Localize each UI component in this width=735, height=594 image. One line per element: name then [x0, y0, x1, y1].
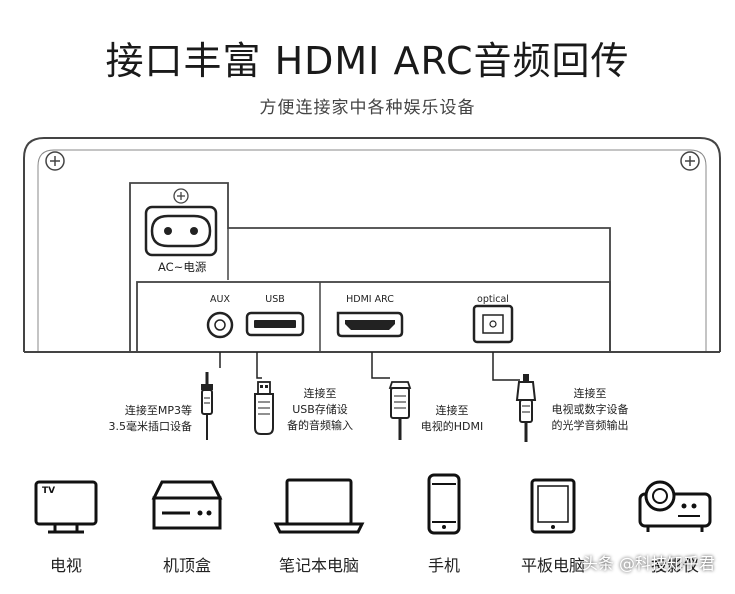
hdmi-connection-desc: 连接至 电视的HDMI [420, 404, 484, 433]
optical-connection-desc: 连接至 电视或数字设备 的光学音频输出 [551, 387, 629, 432]
optical-plug-icon [515, 374, 537, 442]
tv-badge: TV [42, 486, 56, 496]
set-top-box-icon [151, 480, 223, 530]
ac-power-socket-icon [144, 188, 218, 257]
device-label-projector: 投影仪 [650, 556, 699, 575]
aux-port-label: AUX [210, 294, 230, 305]
hdmi-port-icon [336, 311, 404, 338]
phone-icon [427, 473, 461, 535]
projector-icon [638, 480, 712, 532]
usb-plug-icon [254, 381, 274, 435]
tv-icon [34, 480, 98, 534]
device-label-tv: 电视 [49, 556, 82, 575]
laptop-icon [273, 478, 365, 534]
optical-port-label: optical [477, 294, 509, 305]
screw-right-icon [680, 151, 700, 171]
page-subtitle: 方便连接家中各种娱乐设备 [259, 98, 476, 118]
aux-connection-desc: 连接至MP3等 3.5毫米插口设备 [108, 404, 193, 433]
tablet-icon [530, 478, 576, 534]
hdmi-plug-icon [388, 381, 412, 440]
device-label-tablet: 平板电脑 [520, 556, 585, 575]
watermark: 头条 @科技知乎君 [581, 554, 715, 573]
device-label-set-top-box: 机顶盒 [162, 556, 211, 575]
device-label-laptop: 笔记本电脑 [278, 556, 359, 575]
device-label-phone: 手机 [427, 556, 460, 575]
usb-port-label: USB [265, 294, 285, 305]
ac-power-label: AC~电源 [158, 260, 207, 274]
optical-port-icon [472, 304, 514, 344]
usb-connection-desc: 连接至 USB存储设 备的音频输入 [287, 387, 353, 432]
aux-port-icon [206, 311, 234, 339]
usb-port-icon [245, 311, 305, 337]
page-title: 接口丰富 HDMI ARC音频回传 [105, 39, 630, 83]
hdmi-port-label: HDMI ARC [346, 294, 394, 305]
aux-plug-icon [201, 372, 213, 440]
screw-left-icon [45, 151, 65, 171]
